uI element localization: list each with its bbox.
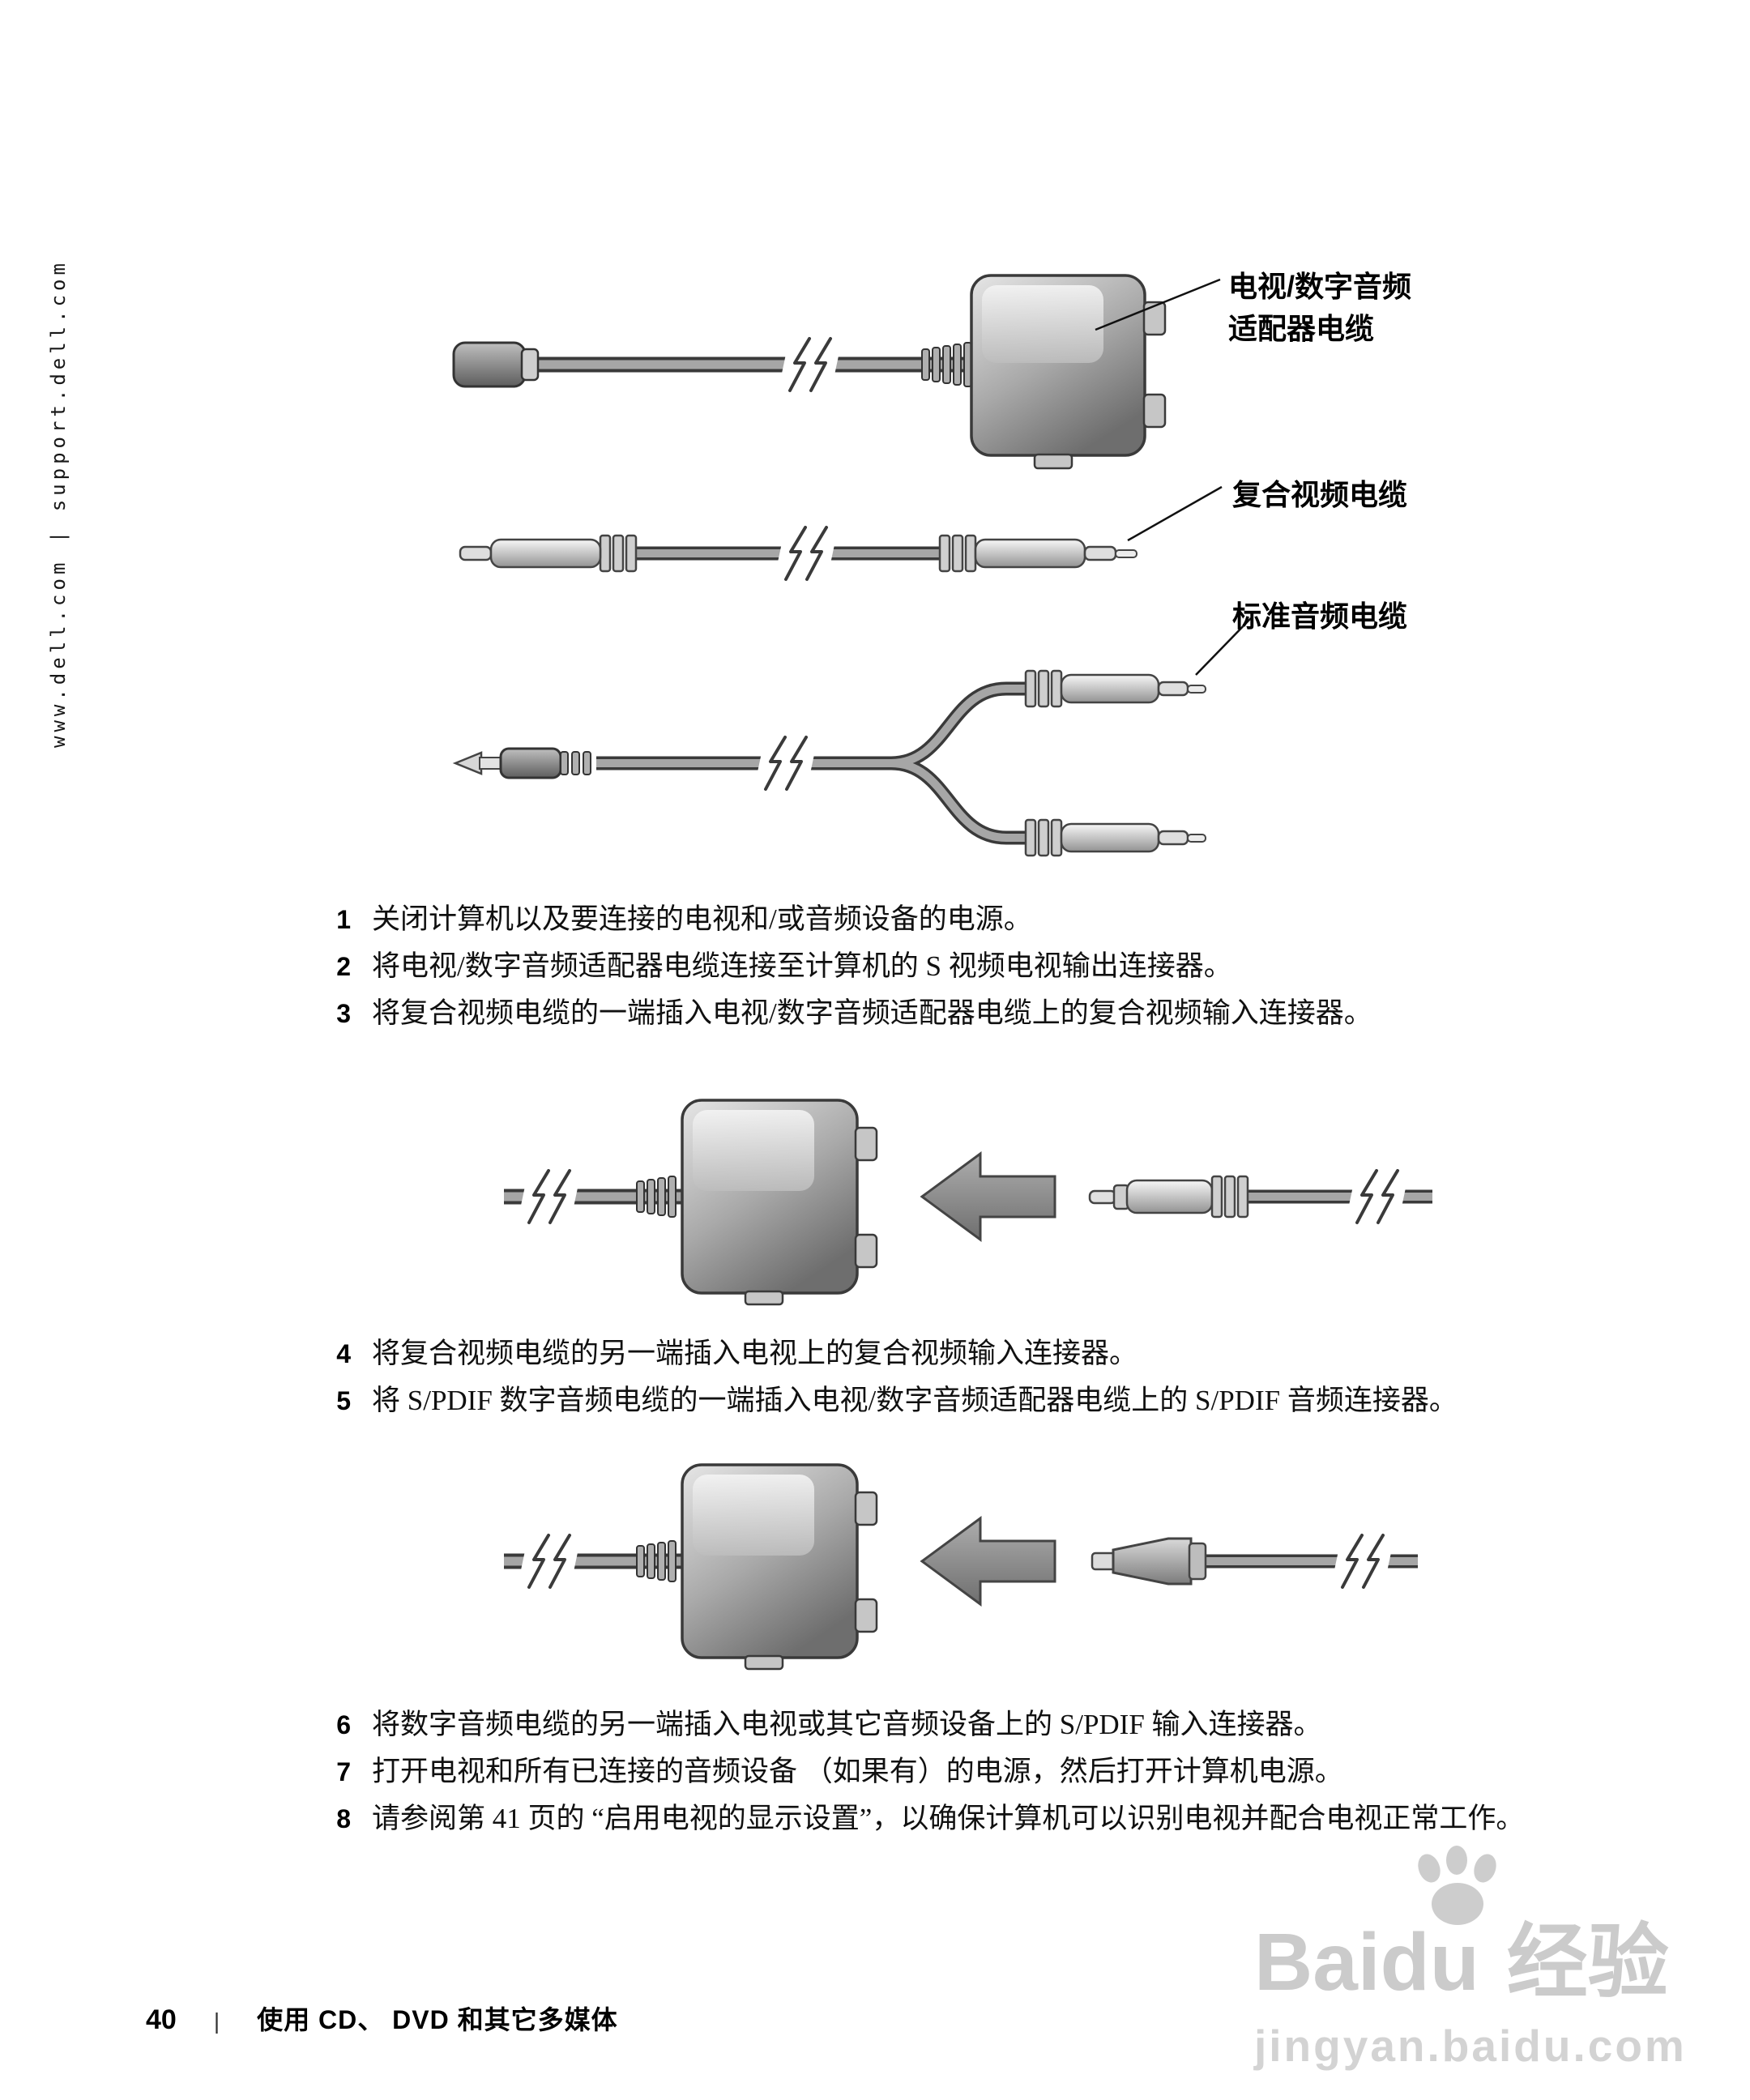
callout-composite-cable: 复合视频电缆 <box>1232 478 1408 511</box>
rca-plug-tip <box>1083 545 1117 561</box>
step-item: 5 将 S/PDIF 数字音频电缆的一端插入电视/数字音频适配器电缆上的 S/P… <box>320 1377 1633 1424</box>
page-number: 40 <box>146 2004 177 2035</box>
step-item: 3 将复合视频电缆的一端插入电视/数字音频适配器电缆上的复合视频输入连接器。 <box>320 990 1633 1037</box>
cable-break-icon <box>772 516 840 591</box>
tv-digital-audio-adapter-cable <box>452 274 1221 470</box>
step-item: 7 打开电视和所有已连接的音频设备 （如果有）的电源，然后打开计算机电源。 <box>320 1748 1633 1795</box>
adapter-with-cable <box>504 1099 878 1306</box>
step-number: 1 <box>336 905 351 934</box>
step-number: 3 <box>336 999 351 1028</box>
step-number: 2 <box>336 952 351 981</box>
step-text: 将复合视频电缆的另一端插入电视上的复合视频输入连接器。 <box>372 1338 1138 1369</box>
cable-break-icon <box>515 1159 583 1234</box>
step-text: 请参阅第 41 页的 “启用电视的显示设置”，以确保计算机可以识别电视并配合电视… <box>372 1803 1525 1834</box>
connector-ring <box>1223 1175 1236 1219</box>
rca-branch-bottom <box>1024 818 1206 857</box>
step-number: 5 <box>336 1386 351 1415</box>
cable-break-icon <box>776 327 844 402</box>
callout-adapter-line2: 适配器电缆 <box>1228 312 1375 345</box>
rca-plug-tip <box>459 545 493 561</box>
callout-adapter-cable: 电视/数字音频 适配器电缆 <box>1228 266 1411 350</box>
spdif-into-adapter-illustration <box>504 1463 1418 1671</box>
step-number: 4 <box>336 1339 351 1368</box>
watermark-brand: Baidu <box>1254 1917 1479 2008</box>
strain-relief <box>636 1540 677 1582</box>
baidu-watermark: Baidu 经验 jingyan.baidu.com <box>1254 1846 1687 2072</box>
rca-connector-body <box>974 538 1086 569</box>
step-number: 6 <box>336 1710 351 1739</box>
watermark-url: jingyan.baidu.com <box>1254 2021 1687 2071</box>
spdif-connector <box>1091 1524 1418 1598</box>
footer-chapter-title: 使用 CD、 DVD 和其它多媒体 <box>257 2005 618 2034</box>
step-text: 打开电视和所有已连接的音频设备 （如果有）的电源，然后打开计算机电源。 <box>372 1756 1343 1787</box>
spdif-plug-body <box>1112 1537 1193 1586</box>
s-video-connector <box>452 341 540 388</box>
composite-into-adapter-illustration <box>504 1099 1432 1306</box>
step-text: 将 S/PDIF 数字音频电缆的一端插入电视/数字音频适配器电缆上的 S/PDI… <box>372 1385 1458 1416</box>
page-footer: 40 | 使用 CD、 DVD 和其它多媒体 <box>146 2000 618 2037</box>
cable-break-icon <box>1343 1159 1411 1234</box>
callout-adapter-line1: 电视/数字音频 <box>1228 270 1412 303</box>
steps-group-3: 6 将数字音频电缆的另一端插入电视或其它音频设备上的 S/PDIF 输入连接器。… <box>320 1701 1633 1842</box>
step-text: 将复合视频电缆的一端插入电视/数字音频适配器电缆上的复合视频输入连接器。 <box>372 997 1372 1029</box>
spdif-collar <box>1188 1542 1207 1581</box>
connector-ring <box>1236 1175 1249 1219</box>
cable-break-icon <box>752 726 820 800</box>
arrow-left-icon <box>920 1516 1056 1607</box>
adapter-box <box>970 274 1167 470</box>
connector-rings <box>599 534 977 573</box>
rca-connector-body <box>1125 1179 1214 1214</box>
rca-plug-tip <box>1088 1189 1117 1205</box>
step-text: 关闭计算机以及要连接的电视和/或音频设备的电源。 <box>372 903 1032 935</box>
adapter-with-cable <box>504 1463 878 1671</box>
step-item: 1 关闭计算机以及要连接的电视和/或音频设备的电源。 <box>320 896 1633 943</box>
cables-overview-illustration <box>452 274 1252 857</box>
callout-audio-cable: 标准音频电缆 <box>1232 600 1408 633</box>
adapter-box <box>681 1463 878 1671</box>
baidu-paw-icon <box>1418 1846 1496 1925</box>
cable-break-icon <box>515 1524 583 1598</box>
strain-relief <box>636 1176 677 1218</box>
footer-separator: | <box>213 2008 220 2034</box>
rca-branch-top <box>1024 669 1206 708</box>
step-item: 2 将电视/数字音频适配器电缆连接至计算机的 S 视频电视输出连接器。 <box>320 943 1633 990</box>
watermark-brand-row: Baidu 经验 <box>1254 1896 1687 2013</box>
composite-rca-connector <box>1088 1159 1432 1234</box>
steps-group-2: 4 将复合视频电缆的另一端插入电视上的复合视频输入连接器。 5 将 S/PDIF… <box>320 1330 1633 1424</box>
sidebar-website-text: www.dell.com | support.dell.com <box>47 259 70 748</box>
composite-video-cable <box>459 485 1223 591</box>
watermark-brand-cn: 经验 <box>1506 1917 1669 2008</box>
strain-relief <box>921 342 972 387</box>
step-item: 6 将数字音频电缆的另一端插入电视或其它音频设备上的 S/PDIF 输入连接器。 <box>320 1701 1633 1748</box>
audio-callout-line <box>1195 617 1252 676</box>
adapter-box <box>681 1099 878 1306</box>
arrow-left-icon <box>920 1151 1056 1242</box>
standard-audio-cable <box>452 617 1252 857</box>
mini-jack-plug <box>452 747 591 779</box>
steps-group-1: 1 关闭计算机以及要连接的电视和/或音频设备的电源。 2 将电视/数字音频适配器… <box>320 896 1633 1037</box>
connector-ring <box>1210 1175 1223 1219</box>
step-item: 8 请参阅第 41 页的 “启用电视的显示设置”，以确保计算机可以识别电视并配合… <box>320 1795 1633 1842</box>
step-number: 7 <box>336 1757 351 1786</box>
step-text: 将数字音频电缆的另一端插入电视或其它音频设备上的 S/PDIF 输入连接器。 <box>372 1709 1322 1740</box>
spdif-plug-tip <box>1091 1552 1116 1571</box>
step-text: 将电视/数字音频适配器电缆连接至计算机的 S 视频电视输出连接器。 <box>372 950 1232 982</box>
rca-center-pin <box>1115 549 1138 558</box>
cable-break-icon <box>1329 1524 1397 1598</box>
rca-connector-body <box>489 538 602 569</box>
adapter-callout-line <box>1095 278 1221 331</box>
step-item: 4 将复合视频电缆的另一端插入电视上的复合视频输入连接器。 <box>320 1330 1633 1377</box>
step-number: 8 <box>336 1804 351 1833</box>
composite-callout-line <box>1127 485 1223 542</box>
